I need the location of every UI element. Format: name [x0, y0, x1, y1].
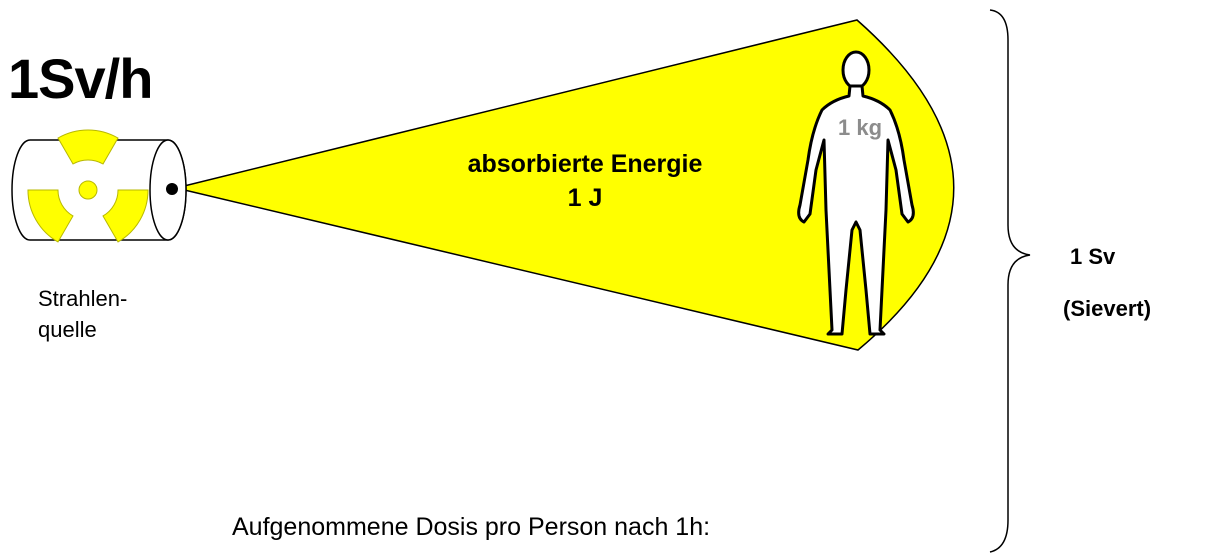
source-label-line2: quelle	[38, 317, 97, 343]
source-label-line1: Strahlen-	[38, 286, 127, 312]
body-mass-label: 1 kg	[838, 115, 882, 141]
right-brace	[990, 10, 1030, 552]
dose-rate-label: 1Sv/h	[8, 46, 152, 111]
absorbed-energy-value: 1 J	[380, 184, 790, 213]
dose-unit-name: (Sievert)	[1063, 296, 1151, 322]
absorbed-energy-label: absorbierte Energie	[380, 150, 790, 179]
dose-caption: Aufgenommene Dosis pro Person nach 1h:	[232, 513, 710, 542]
dose-value: 1 Sv	[1070, 244, 1115, 270]
